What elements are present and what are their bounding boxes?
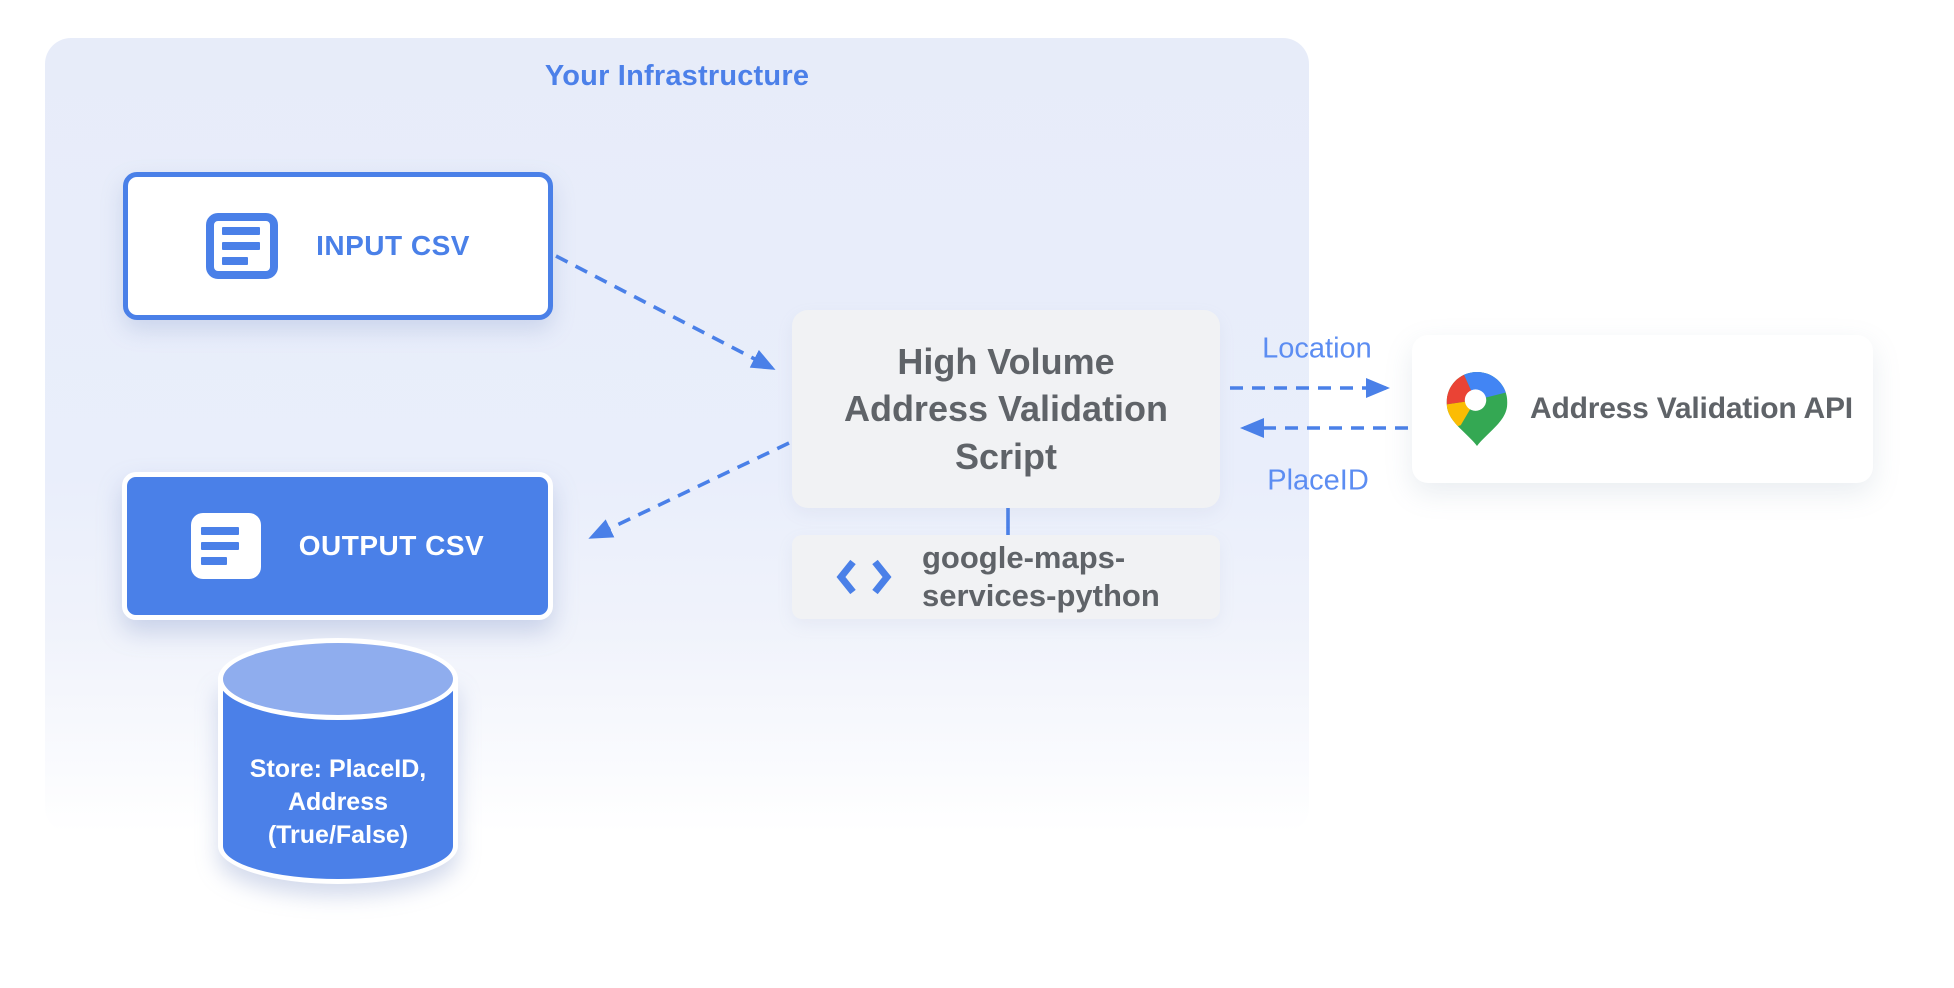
output-csv-node: OUTPUT CSV	[122, 472, 553, 620]
api-label: Address Validation API	[1530, 392, 1853, 425]
script-label: High Volume Address Validation Script	[843, 340, 1169, 477]
library-node: google-maps- services-python	[792, 535, 1220, 619]
document-icon-line	[222, 257, 249, 265]
document-icon-line	[222, 242, 261, 250]
library-label: google-maps- services-python	[922, 539, 1160, 613]
document-icon	[206, 213, 279, 279]
datastore-cylinder: Store: PlaceID, Address (True/False)	[218, 638, 458, 884]
input-csv-label: INPUT CSV	[316, 230, 470, 261]
api-node: Address Validation API	[1412, 335, 1873, 483]
datastore-label: Store: PlaceID, Address (True/False)	[249, 754, 427, 849]
infrastructure-title: Your Infrastructure	[544, 60, 810, 92]
code-icon	[836, 559, 892, 595]
document-icon-line	[200, 542, 239, 550]
placeid-edge-label: PlaceID	[1267, 464, 1369, 497]
script-node: High Volume Address Validation Script	[792, 310, 1220, 508]
document-icon-line	[222, 227, 261, 235]
document-icon-line	[200, 527, 239, 535]
output-csv-label: OUTPUT CSV	[298, 530, 485, 561]
input-csv-node: INPUT CSV	[123, 172, 553, 320]
cylinder-top	[218, 638, 458, 720]
google-maps-pin-icon	[1446, 372, 1508, 446]
cylinder-body	[218, 679, 458, 884]
location-edge-label: Location	[1262, 332, 1372, 365]
document-icon	[190, 513, 261, 579]
document-icon-line	[200, 557, 227, 565]
